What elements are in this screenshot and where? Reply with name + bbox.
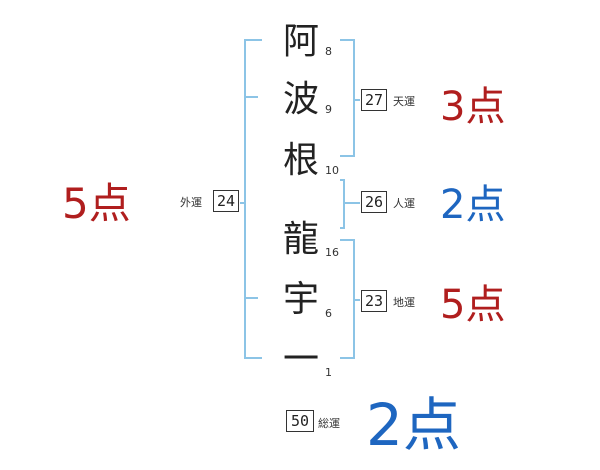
jinkaku-bracket <box>340 179 345 229</box>
name-char-6: 一 <box>282 339 319 380</box>
name-char-1: 阿 <box>282 21 319 62</box>
name-char-3: 根 <box>282 140 319 181</box>
name-char-2: 波 <box>282 79 319 120</box>
chikaku-label: 地運 <box>393 296 415 309</box>
name-char-5: 宇 <box>282 279 319 320</box>
tenkaku-value-box: 27 <box>361 89 387 111</box>
tenkaku-score: 3点 <box>440 84 506 130</box>
soukaku-score: 2点 <box>366 391 461 459</box>
stroke-count-5: 6 <box>325 307 332 320</box>
stroke-count-3: 10 <box>325 164 339 177</box>
soukaku-value-box: 50 <box>286 410 314 432</box>
tenkaku-label: 天運 <box>393 95 415 108</box>
stroke-count-4: 16 <box>325 246 339 259</box>
chikaku-bracket <box>340 239 355 359</box>
gaikaku-value-box: 24 <box>213 190 239 212</box>
jinkaku-score: 2点 <box>440 182 506 228</box>
jinkaku-value-box: 26 <box>361 191 387 213</box>
gaikaku-score: 5点 <box>62 179 131 228</box>
stroke-count-2: 9 <box>325 103 332 116</box>
gaikaku-label: 外運 <box>180 196 202 209</box>
tenkaku-bracket <box>340 39 355 157</box>
stroke-count-6: 1 <box>325 366 332 379</box>
chikaku-value-box: 23 <box>361 290 387 312</box>
chikaku-score: 5点 <box>440 282 506 328</box>
jinkaku-label: 人運 <box>393 197 415 210</box>
stroke-count-1: 8 <box>325 45 332 58</box>
outer-bracket <box>244 39 262 359</box>
soukaku-label: 総運 <box>318 417 340 430</box>
name-char-4: 龍 <box>282 219 319 260</box>
